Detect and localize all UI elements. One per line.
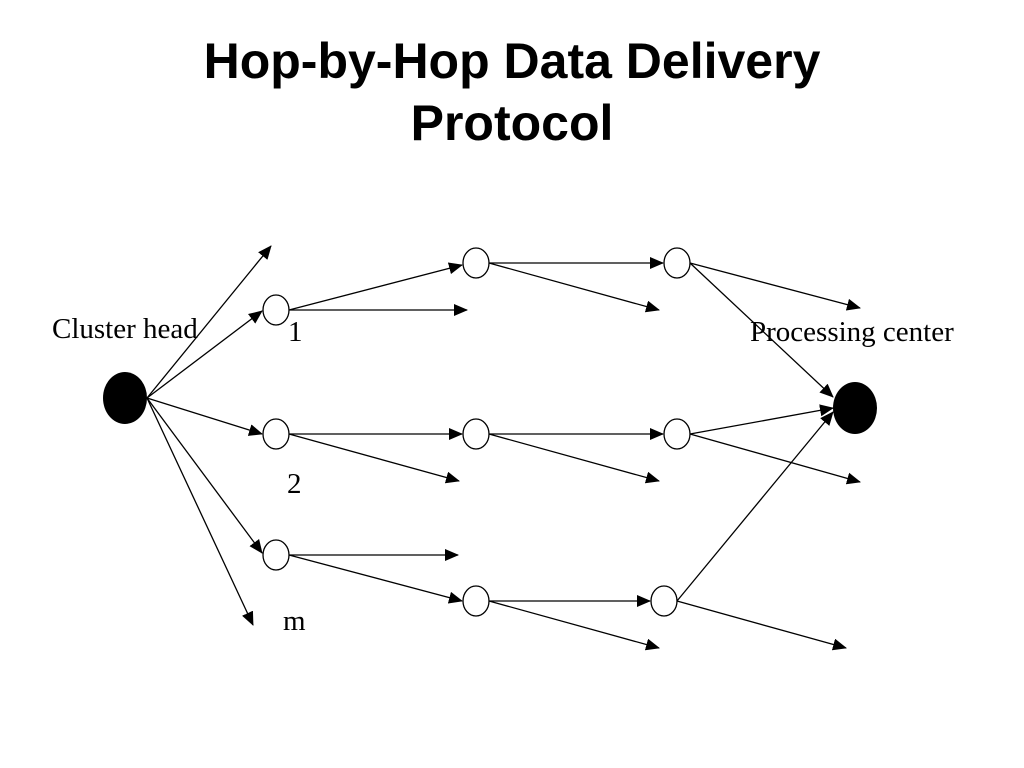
edge-n1b-stub <box>488 262 660 313</box>
edge-head-to-node-2 <box>146 397 263 436</box>
slide-title: Hop-by-Hop Data Delivery Protocol <box>0 30 1024 154</box>
edge-n2c-to-sink <box>689 404 834 435</box>
relay-nodes <box>262 247 691 617</box>
edge-n2-stub <box>288 433 460 484</box>
path-label-1: 1 <box>288 316 303 348</box>
processing-center-node <box>833 382 877 434</box>
edge-n1-to-n1b <box>288 262 463 311</box>
relay-node-m <box>262 539 290 571</box>
processing-center-label: Processing center <box>750 316 954 348</box>
edge-head-to-stub-bottom <box>146 397 254 626</box>
relay-node-1 <box>262 294 290 326</box>
relay-node-mb <box>462 585 490 617</box>
edge-nmc-to-sink <box>676 411 834 602</box>
path-label-m: m <box>283 605 306 637</box>
edge-head-to-node-1 <box>146 310 263 399</box>
relay-node-1c <box>663 247 691 279</box>
cluster-head-node <box>103 372 147 424</box>
edges <box>146 245 861 651</box>
relay-node-2 <box>262 418 290 450</box>
edge-n1c-stub <box>689 262 861 311</box>
relay-node-1b <box>462 247 490 279</box>
edge-n2b-stub <box>488 433 660 484</box>
edge-head-to-stub-top <box>146 245 272 399</box>
relay-node-mc <box>650 585 678 617</box>
cluster-head-label: Cluster head <box>52 313 198 345</box>
edge-nmc-stub <box>676 600 847 651</box>
edge-nmb-stub <box>488 600 660 651</box>
title-line-2: Protocol <box>410 95 614 151</box>
path-label-2: 2 <box>287 468 302 500</box>
edge-head-to-node-m <box>146 397 263 554</box>
title-line-1: Hop-by-Hop Data Delivery <box>203 33 821 89</box>
edge-nm-to-nmb <box>288 554 463 604</box>
edge-n2c-stub <box>689 433 861 485</box>
edge-n1c-to-sink <box>689 262 834 398</box>
relay-node-2b <box>462 418 490 450</box>
relay-node-2c <box>663 418 691 450</box>
